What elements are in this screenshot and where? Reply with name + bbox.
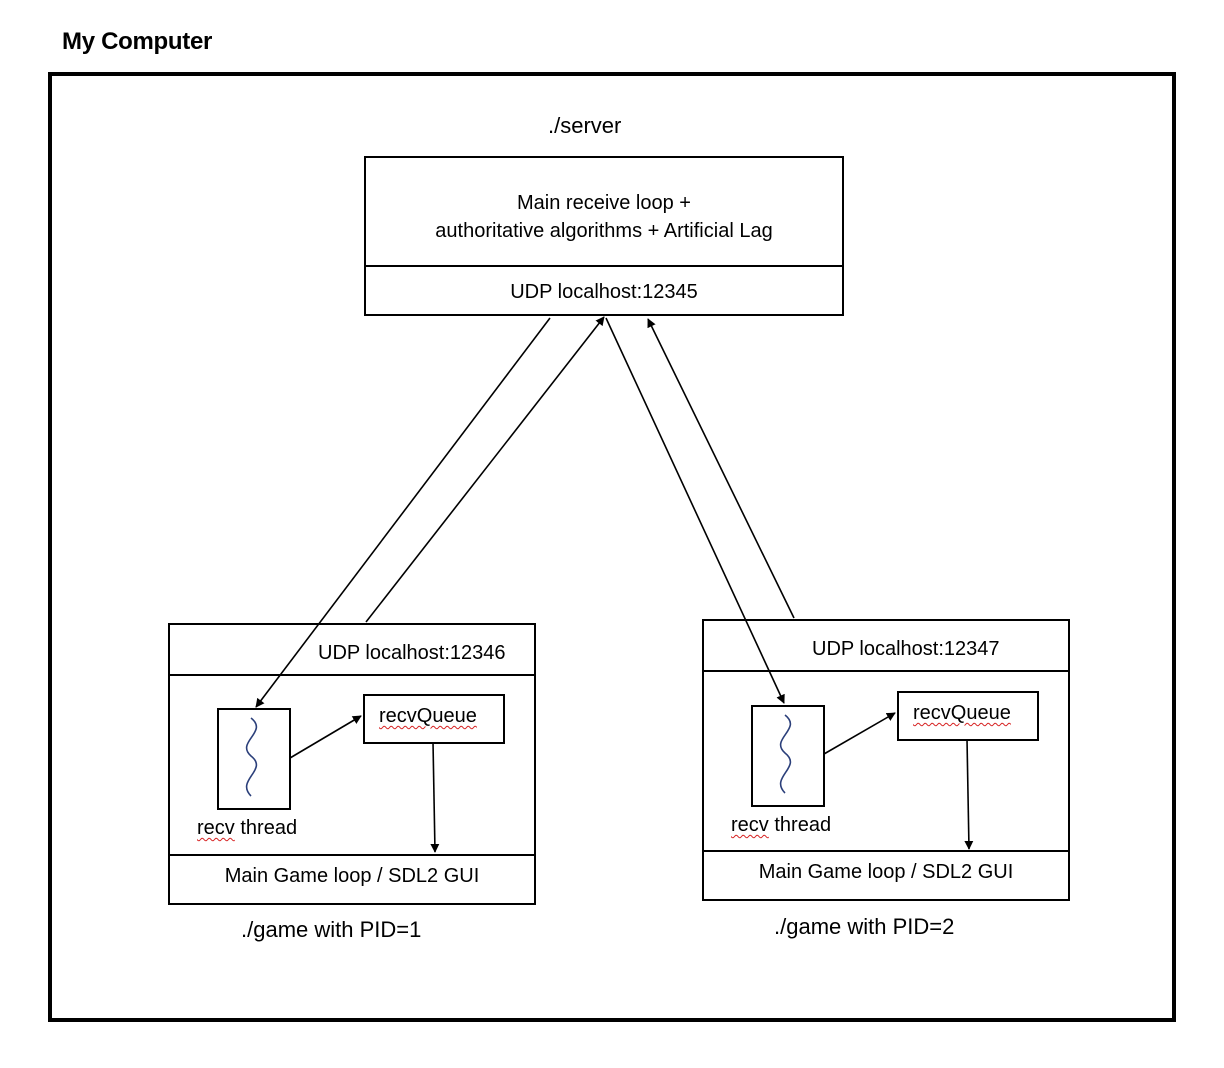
client1-loop: Main Game loop / SDL2 GUI bbox=[224, 865, 480, 887]
client2-port: UDP localhost:12347 bbox=[812, 638, 1000, 660]
client2-thread-word: recv bbox=[731, 814, 769, 836]
server-divider bbox=[366, 265, 842, 267]
client1-port-divider bbox=[170, 674, 534, 676]
arrow-client2-queue-to-loop bbox=[964, 738, 974, 850]
client1-queue-box: recvQueue bbox=[363, 694, 505, 744]
client2-port-divider bbox=[704, 670, 1068, 672]
server-port: UDP localhost:12345 bbox=[510, 281, 698, 303]
client2-thread-label: recv thread bbox=[731, 814, 831, 837]
arrow-server-to-client1 bbox=[255, 317, 551, 708]
client2-loop: Main Game loop / SDL2 GUI bbox=[758, 861, 1014, 883]
diagram-title: My Computer bbox=[62, 28, 213, 55]
arrow-client1-thread-to-queue bbox=[289, 715, 362, 759]
client1-box: UDP localhost:12346 recvQueue recv threa… bbox=[168, 623, 536, 905]
server-main-line2: authoritative algorithms + Artificial La… bbox=[435, 220, 773, 242]
server-main-line1: Main receive loop + bbox=[517, 192, 691, 214]
client2-box: UDP localhost:12347 recvQueue recv threa… bbox=[702, 619, 1070, 901]
client2-thread-rest: thread bbox=[768, 814, 832, 836]
client2-loop-divider bbox=[704, 850, 1068, 852]
client1-port: UDP localhost:12346 bbox=[318, 642, 506, 664]
client1-loop-divider bbox=[170, 854, 534, 856]
client2-label: ./game with PID=2 bbox=[774, 914, 955, 939]
server-box: Main receive loop + authoritative algori… bbox=[364, 156, 844, 316]
arrow-client1-queue-to-loop bbox=[430, 741, 440, 853]
computer-frame bbox=[48, 72, 1176, 1022]
client2-queue-box: recvQueue bbox=[897, 691, 1039, 741]
server-label: ./server bbox=[548, 113, 622, 138]
client1-label: ./game with PID=1 bbox=[241, 917, 422, 942]
client1-queue-label: recvQueue bbox=[379, 705, 477, 727]
client1-thread-rest: thread bbox=[234, 817, 298, 839]
client1-thread-word: recv bbox=[197, 817, 235, 839]
thread-squiggle-icon bbox=[779, 714, 792, 794]
client1-thread-box bbox=[217, 708, 291, 810]
arrow-client2-thread-to-queue bbox=[823, 712, 896, 755]
arrow-client2-to-server bbox=[647, 318, 795, 619]
arrow-client1-to-server bbox=[365, 316, 605, 623]
client2-queue-label: recvQueue bbox=[913, 702, 1011, 724]
client2-thread-box bbox=[751, 705, 825, 807]
arrow-server-to-client2 bbox=[605, 317, 785, 704]
client1-thread-label: recv thread bbox=[197, 817, 297, 840]
thread-squiggle-icon bbox=[245, 717, 258, 797]
